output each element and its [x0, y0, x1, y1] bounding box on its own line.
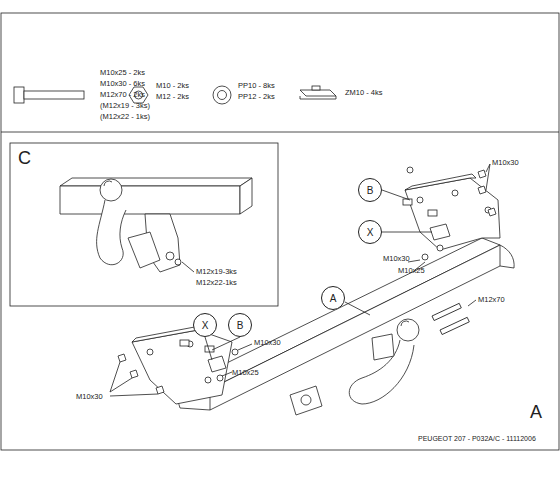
part-label: M12x22-1ks [196, 278, 237, 287]
part-label: (M12x19 - 3ks) [100, 101, 150, 110]
callout-circle: B [358, 178, 382, 202]
callout-circle: X [193, 313, 217, 337]
callout-circle: A [321, 286, 345, 310]
part-label: M10x30 [492, 158, 519, 167]
part-label: PP10 - 8ks [238, 81, 275, 90]
callout-letter: A [330, 293, 337, 304]
part-label: ZM10 - 4ks [345, 88, 383, 97]
callout-letter: B [237, 320, 244, 331]
callout-letter: X [367, 227, 374, 238]
part-label: M12x70 - 2ks [100, 90, 145, 99]
callout-circle: B [228, 313, 252, 337]
part-label: PP12 - 2ks [238, 92, 275, 101]
part-label: M12x19-3ks [196, 267, 237, 276]
part-label: M10x30 [254, 338, 281, 347]
callout-letter: B [367, 185, 374, 196]
part-label: M10x30 [383, 254, 410, 263]
part-label: (M12x22 - 1ks) [100, 112, 150, 121]
part-label: M10x30 - 6ks [100, 79, 145, 88]
view-letter: A [530, 402, 542, 422]
callout-letter: X [202, 320, 209, 331]
view-letter: C [18, 148, 31, 168]
part-label: M12 - 2ks [156, 92, 189, 101]
part-label: M10x30 [76, 392, 103, 401]
part-label: M10x25 [232, 368, 259, 377]
part-label: M12x70 [478, 295, 505, 304]
part-label: M10 - 2ks [156, 81, 189, 90]
part-label: M10x25 [398, 266, 425, 275]
part-label: M10x25 - 2ks [100, 68, 145, 77]
drawing-code: PEUGEOT 207 - P032A/C - 11112006 [418, 434, 536, 443]
callout-circle: X [358, 220, 382, 244]
